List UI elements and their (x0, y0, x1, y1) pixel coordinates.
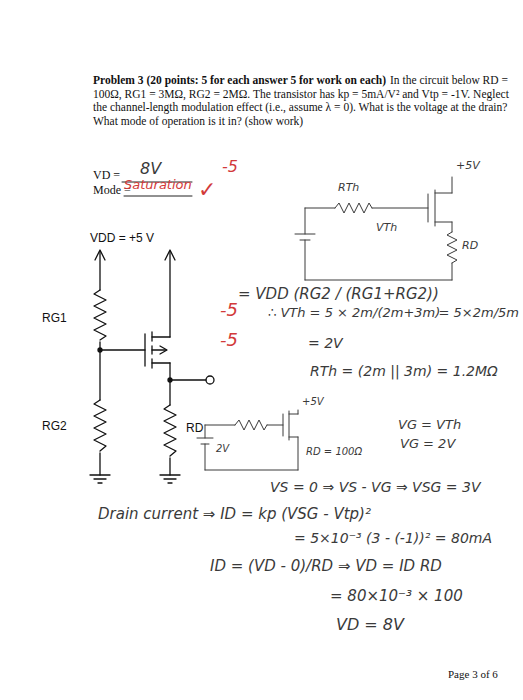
work-step: VG = VTh (398, 418, 461, 432)
work-step: = VDD (RG2 / (RG1+RG2)) (238, 286, 439, 303)
component-label: RTh (338, 182, 359, 194)
work-step: = 5×2m/5m (439, 306, 519, 320)
work-step: Drain current ⇒ ID = kp (VSG - Vtp)² (98, 506, 371, 523)
answer-value: Saturation (124, 178, 192, 192)
work-step: = 80×10⁻³ × 100 (330, 588, 463, 605)
problem-statement: Problem 3 (20 points: 5 for each answer … (93, 74, 513, 128)
supply-label: VDD = +5 V (90, 232, 154, 245)
answer-value: 8V (140, 160, 161, 178)
work-step: ID = (VD - 0)/RD ⇒ VD = ID RD (210, 558, 442, 575)
supply-label: +5V (302, 396, 324, 407)
component-label: RG1 (42, 312, 67, 325)
answer-label: VD = (93, 169, 120, 182)
gate-plate (144, 334, 145, 366)
page-number: Page 3 of 6 (448, 668, 498, 680)
node-label: VTh (376, 222, 397, 234)
resistor-symbol (164, 405, 176, 456)
work-step: = 2V (308, 336, 343, 351)
resistor-symbol (94, 290, 106, 340)
work-step: VG = 2V (400, 437, 455, 451)
work-step: RTh = (2m || 3m) = 1.2MΩ (310, 364, 498, 379)
resistor-symbol (94, 400, 106, 451)
work-step: VS = 0 ⇒ VS - VG ⇒ VSG = 3V (270, 480, 481, 495)
small-circuit-sketch (197, 410, 298, 470)
problem-title: Problem 3 (20 points: 5 for each answer … (93, 74, 386, 86)
work-step: ∴ VTh = 5 × 2m/(2m+3m) (268, 306, 440, 320)
grade-mark: -5 (220, 330, 238, 350)
supply-label: +5V (456, 160, 480, 172)
work-step: = 5×10⁻³ (3 - (-1))² = 80mA (294, 531, 492, 546)
grade-mark: -5 (220, 300, 238, 320)
grade-mark: -5 (222, 158, 238, 176)
main-circuit (90, 250, 214, 483)
component-label: RD (186, 422, 203, 435)
thevenin-sketch (295, 177, 457, 280)
component-label: RD = 100Ω (306, 446, 362, 457)
check-mark: ✓ (198, 178, 216, 202)
final-answer: VD = 8V (336, 616, 404, 634)
source-label: 2V (216, 443, 229, 454)
component-label: RG2 (42, 420, 67, 433)
component-label: RD (462, 240, 478, 252)
